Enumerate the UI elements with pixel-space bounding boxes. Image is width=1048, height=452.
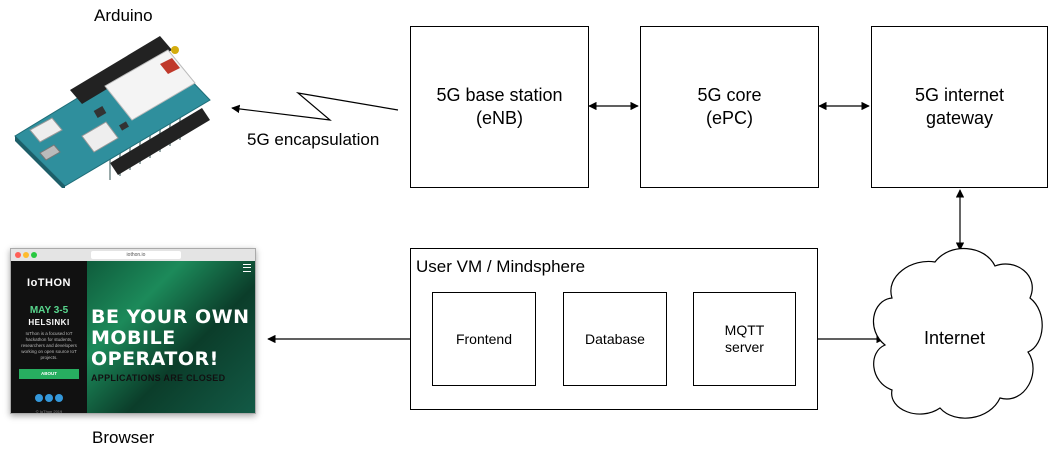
vm-title: User VM / Mindsphere [416,257,586,276]
browser-label: Browser [92,428,155,447]
core-box: 5G core (ePC) [640,26,819,188]
headline-line: BE YOUR OWN [91,306,250,328]
gateway-box: 5G internet gateway [871,26,1048,188]
mqtt-subtitle: server [725,339,764,355]
hamburger-icon [243,264,251,272]
event-description: IoThon is a focused IoT hackathon for st… [21,331,77,360]
frontend-box: Frontend [432,292,536,386]
browser-sidebar: IoTHON MAY 3-5 HELSINKI IoThon is a focu… [11,261,87,413]
headline-line: OPERATOR! [91,348,219,370]
base-station-box: 5G base station (eNB) [410,26,589,188]
arduino-board-image [14,36,211,188]
mqtt-title: MQTT [724,322,765,338]
database-label: Database [585,330,645,347]
encapsulation-label: 5G encapsulation [247,130,380,149]
arduino-label: Arduino [94,6,153,25]
zoom-dot-icon [31,252,37,258]
base-station-subtitle: (eNB) [475,108,523,128]
database-box: Database [563,292,667,386]
minimize-dot-icon [23,252,29,258]
headline-line: MOBILE [91,327,176,349]
hero-headline: BE YOUR OWN MOBILE OPERATOR! [91,307,250,370]
core-title: 5G core [697,85,762,105]
browser-hero: BE YOUR OWN MOBILE OPERATOR! APPLICATION… [87,261,255,413]
frontend-label: Frontend [455,330,513,347]
copyright: © IoThon 2019 [35,409,63,414]
radio-link [231,92,399,121]
gateway-title: 5G internet [914,85,1005,105]
social-icons [11,389,87,407]
close-dot-icon [15,252,21,258]
event-city: HELSINKI [28,318,70,327]
event-date: MAY 3-5 [29,305,69,316]
internet-cloud [872,248,1043,419]
social-icon [35,394,43,402]
about-button: ABOUT [19,369,79,379]
social-icon [55,394,63,402]
internet-label: Internet [924,328,986,348]
applications-closed: APPLICATIONS ARE CLOSED [91,373,226,383]
iothon-logo: IoTHON [27,277,71,289]
browser-url: iothon.io [91,251,181,259]
mqtt-box: MQTT server [693,292,796,386]
social-icon [45,394,53,402]
browser-screenshot: iothon.io IoTHON MAY 3-5 HELSINKI IoThon… [10,248,256,414]
core-subtitle: (ePC) [705,108,753,128]
base-station-title: 5G base station [436,85,563,105]
gateway-subtitle: gateway [925,108,994,128]
